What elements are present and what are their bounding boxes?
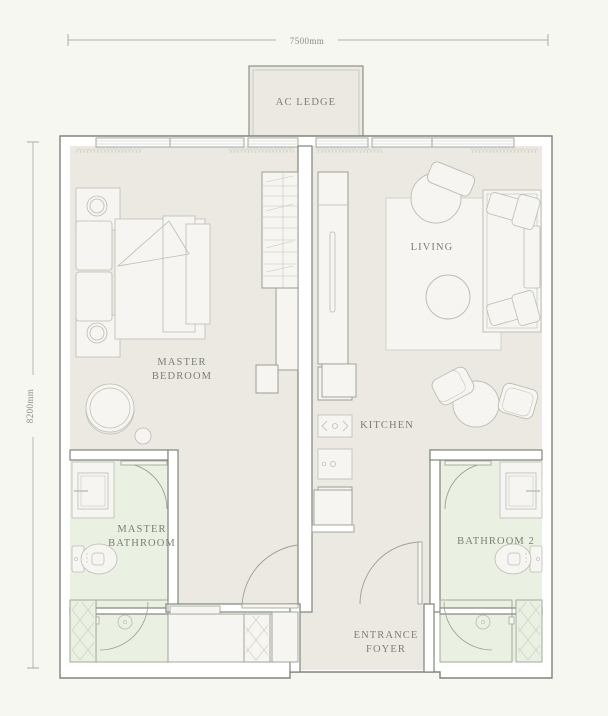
room-ac-ledge: AC LEDGE (248, 65, 364, 139)
sink (317, 448, 353, 480)
sofa-back-cushion (523, 225, 541, 289)
shower-bathroom-2 (439, 599, 515, 663)
armchair-living (410, 161, 476, 224)
bed-duvet-fold (116, 220, 190, 267)
fixtures-bathroom-2 (439, 460, 543, 663)
room-label-master-bathroom-line2: BATHROOM (108, 538, 176, 549)
sofa-cushion-top (486, 192, 541, 230)
wardrobe-master-bedroom (255, 171, 299, 394)
furniture-living (385, 161, 542, 428)
window-center-right (315, 137, 369, 148)
toilet (71, 543, 118, 575)
cabinet-handle (329, 231, 336, 313)
window-band-top (76, 137, 538, 155)
pillow-upper (75, 220, 113, 271)
armchair-round (85, 383, 135, 433)
coffee-table (425, 274, 471, 320)
curtain-living-right (470, 148, 538, 155)
bottom-service-strip (167, 605, 299, 663)
furniture-kitchen (311, 171, 357, 533)
tall-cabinet (317, 171, 349, 365)
fixtures-master-bathroom (69, 460, 169, 663)
bed-throw-2 (185, 223, 211, 325)
room-label-entrance-foyer-line2: FOYER (366, 644, 406, 655)
utility-cupboard (271, 611, 299, 663)
dimension-width-label: 7500mm (290, 36, 324, 46)
interior-door-hall (241, 544, 299, 609)
room-label-master-bedroom-line2: BEDROOM (152, 371, 212, 382)
window-center-left (247, 137, 299, 148)
dimension-top: 7500mm (67, 32, 549, 48)
swing-door-master-bathroom (120, 460, 168, 510)
area-rug (385, 197, 502, 351)
planter-hatch-bathroom-2 (515, 599, 543, 663)
room-label-master-bathroom-line1: MASTER (117, 524, 166, 535)
curtain-bedroom-right (228, 148, 294, 155)
window-left (95, 137, 245, 148)
room-label-master-bedroom-line1: MASTER (157, 357, 206, 368)
cooktop (317, 414, 353, 438)
sofa-cushion-bottom (486, 290, 541, 326)
bedroom-low-cabinet (255, 364, 279, 394)
shower-floor-waste (117, 614, 133, 630)
swing-door-bathroom-2 (444, 460, 492, 510)
dining-set (431, 366, 539, 428)
window-right (371, 137, 515, 148)
shower-floor-waste (475, 614, 491, 630)
pillow-lower (75, 271, 113, 322)
room-label-ac-ledge: AC LEDGE (276, 97, 336, 108)
room-label-kitchen: KITCHEN (360, 420, 414, 431)
dimension-left: 8200mm (25, 141, 41, 669)
side-table-round (134, 427, 152, 445)
room-labels: MASTER BEDROOM LIVING KITCHEN MASTER BAT… (108, 242, 535, 655)
curtain-living-left (316, 148, 382, 155)
toilet (494, 543, 543, 575)
entry-door-foyer (359, 541, 423, 605)
room-label-bathroom-2: BATHROOM 2 (457, 536, 535, 547)
room-label-living: LIVING (411, 242, 454, 253)
furniture-master-bedroom (75, 187, 211, 445)
floor-hall (166, 450, 298, 612)
doors-hall-foyer (241, 541, 423, 609)
service-louvre-panel (243, 613, 271, 663)
curtain-bedroom-left (76, 148, 142, 155)
dimension-height-label: 8200mm (25, 389, 35, 423)
floor-entrance-foyer (298, 604, 430, 670)
planter-hatch-master (69, 599, 97, 663)
room-label-entrance-foyer-line1: ENTRANCE (354, 630, 419, 641)
